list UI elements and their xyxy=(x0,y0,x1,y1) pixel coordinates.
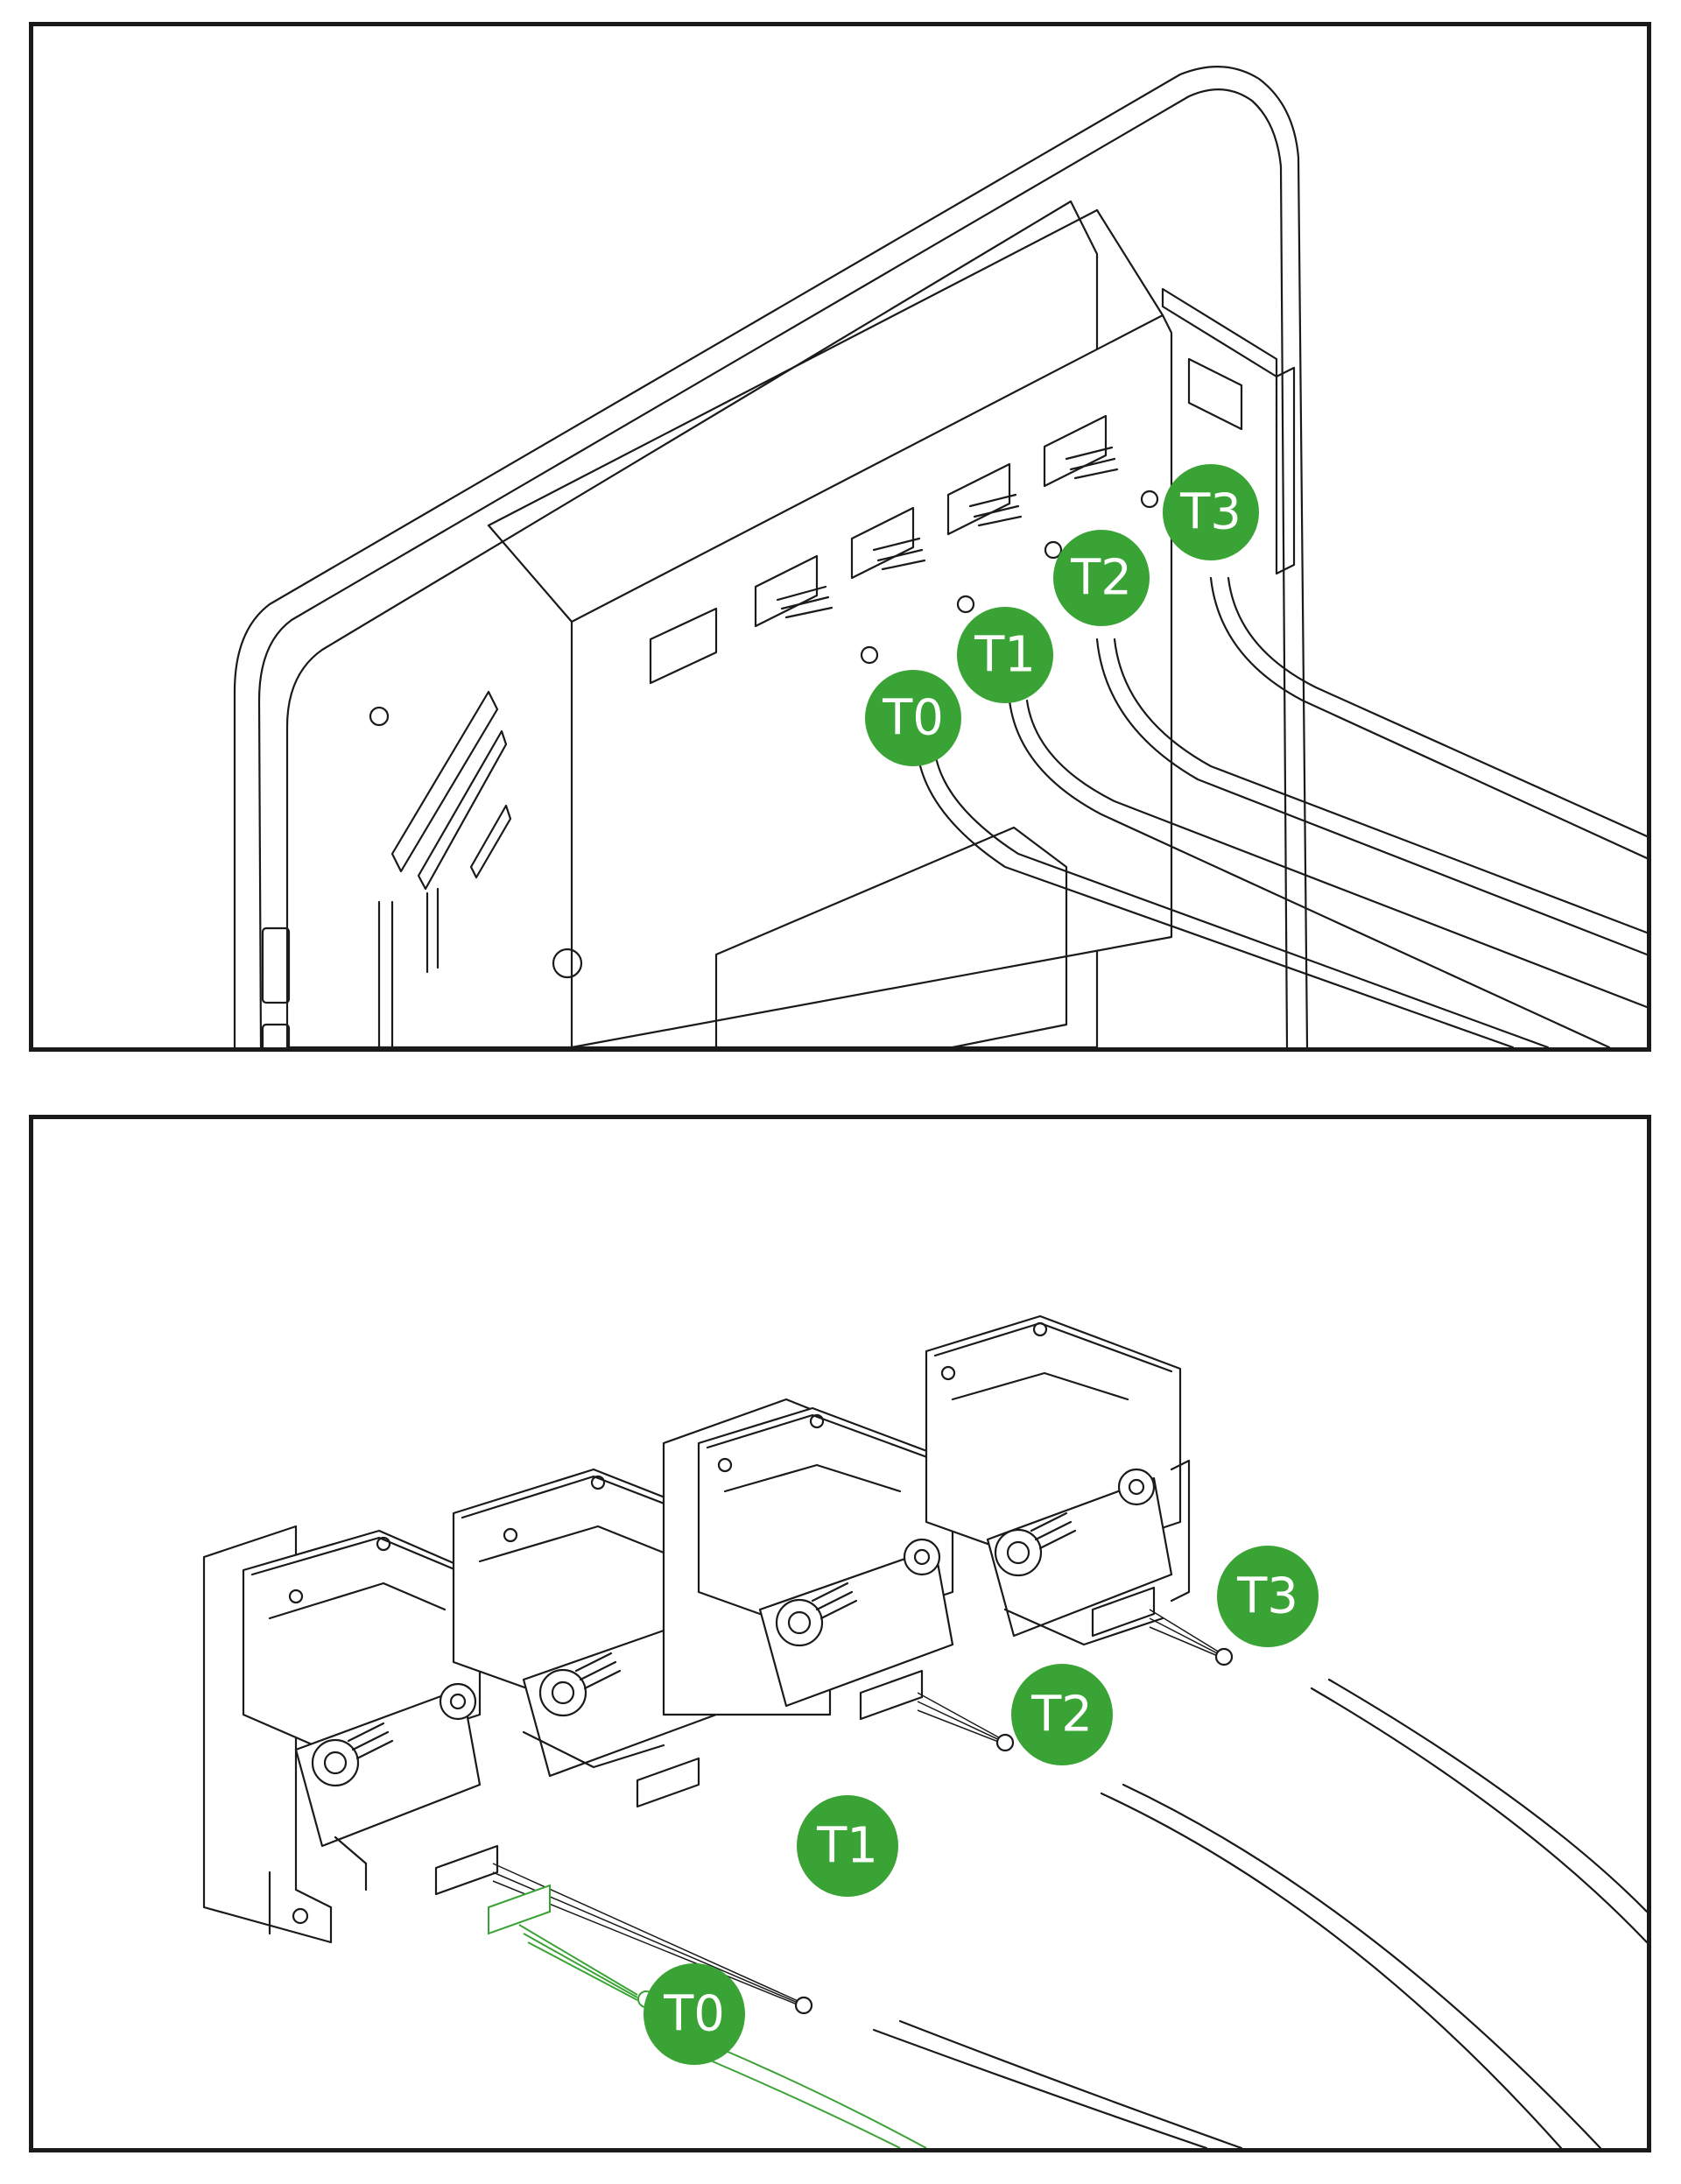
badge-t3: T3 xyxy=(1217,1546,1319,1647)
cable-t1-long xyxy=(872,2019,1243,2148)
thumb-screw-t1 xyxy=(538,1668,587,1717)
badge-t1: T1 xyxy=(957,607,1053,703)
screen-back-illustration: T0 T1 T2 T3 xyxy=(233,66,1647,1047)
connector-slot-t2 xyxy=(946,462,1023,536)
extruder-t2 xyxy=(662,1398,954,1721)
top-panel-screen-back-view: T0 T1 T2 T3 xyxy=(29,22,1651,1052)
extruders-illustration: T0 T1 T2 T3 xyxy=(202,1314,1647,2148)
wire-t3 xyxy=(1149,1609,1225,1659)
thumb-screw-t2 xyxy=(775,1598,824,1647)
badge-t3: T3 xyxy=(1163,464,1259,560)
badge-t0: T0 xyxy=(644,1963,745,2065)
thumb-screw-t3 xyxy=(994,1528,1043,1577)
connector-slot-t3 xyxy=(1043,414,1119,488)
extruder-t3 xyxy=(925,1314,1191,1646)
screen-housing-outline xyxy=(233,66,1309,1047)
badge-t2: T2 xyxy=(1011,1664,1113,1765)
cable-t2 xyxy=(1095,638,1647,956)
badge-t0-label: T0 xyxy=(663,1986,725,2043)
badge-t0-label: T0 xyxy=(882,690,944,747)
badge-t1-label: T1 xyxy=(974,627,1036,684)
connector-slot-t0 xyxy=(754,554,833,628)
badge-t3-label: T3 xyxy=(1179,484,1241,541)
bottom-panel-extruder-view: T0 T1 T2 T3 xyxy=(29,1115,1651,2152)
cable-t1 xyxy=(1008,699,1647,1047)
cable-t2-long xyxy=(1100,1783,1602,2148)
wire-t2 xyxy=(917,1692,1006,1745)
cable-port-t3 xyxy=(1091,1586,1156,1638)
cable-t3-long xyxy=(1310,1678,1647,1944)
connector-slot-t1 xyxy=(850,506,926,580)
badge-t1-label: T1 xyxy=(816,1818,878,1875)
cable-t0 xyxy=(916,751,1550,1047)
badge-t3-label: T3 xyxy=(1236,1568,1298,1625)
badge-t2: T2 xyxy=(1053,530,1150,626)
cable-port-t0 xyxy=(434,1844,499,1896)
badge-t1: T1 xyxy=(797,1795,898,1897)
highlighted-cable-t0 xyxy=(488,1884,927,2148)
usb-port xyxy=(261,926,291,1004)
thumb-screw-t0 xyxy=(311,1738,360,1787)
screw-hole xyxy=(369,706,390,727)
badge-t2-label: T2 xyxy=(1030,1687,1093,1744)
screw-boss xyxy=(552,948,583,979)
badge-t0: T0 xyxy=(865,670,961,766)
cable-port-t2 xyxy=(859,1669,924,1721)
wire-t1 xyxy=(492,1863,805,2008)
cable-port-t1 xyxy=(636,1757,700,1808)
extruder-t0 xyxy=(202,1525,499,1944)
badge-t2-label: T2 xyxy=(1070,550,1132,607)
cable-t3 xyxy=(1209,576,1647,860)
